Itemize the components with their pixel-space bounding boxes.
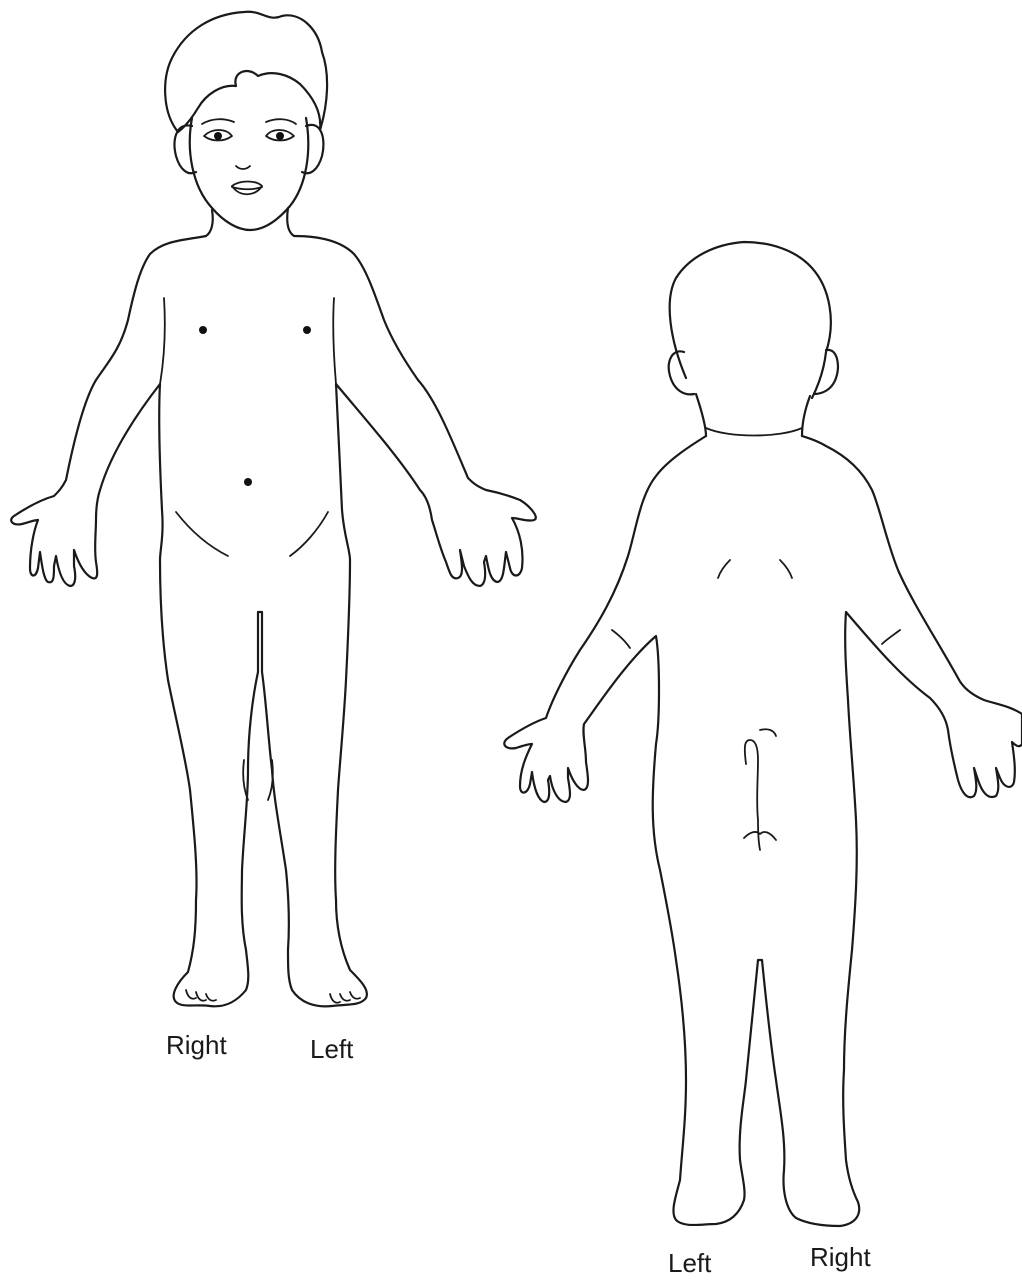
- back-view-figure: [504, 242, 1022, 1226]
- front-left-armpit: [333, 298, 336, 384]
- front-toes-left: [330, 992, 360, 1003]
- back-buttock-left: [760, 729, 776, 736]
- back-neck: [696, 394, 810, 436]
- front-nipple-left: [303, 326, 311, 334]
- back-neck-nape: [706, 428, 802, 436]
- front-groin-left: [290, 512, 328, 556]
- back-elbow-right: [882, 630, 900, 644]
- front-pupil-right: [214, 132, 222, 140]
- back-label-right: Right: [810, 1244, 871, 1270]
- front-label-right: Right: [166, 1032, 227, 1058]
- front-knee-left: [268, 760, 273, 800]
- front-pupil-left: [276, 132, 284, 140]
- front-brow-right: [202, 119, 234, 124]
- front-nose: [236, 166, 250, 169]
- front-nipple-right: [199, 326, 207, 334]
- front-toes-right: [186, 990, 216, 1001]
- back-label-left: Left: [668, 1250, 711, 1276]
- back-scapula-right: [780, 560, 792, 578]
- front-mouth-line: [232, 187, 262, 189]
- front-right-armpit: [160, 298, 165, 384]
- back-gluteal-fold: [744, 832, 776, 840]
- front-view-figure: [11, 12, 536, 1007]
- back-ear-left: [669, 351, 694, 394]
- back-head: [670, 242, 831, 398]
- front-groin-right: [176, 512, 228, 556]
- front-label-left: Left: [310, 1036, 353, 1062]
- back-scapula-left: [718, 560, 730, 578]
- back-buttocks-cleft: [745, 740, 760, 850]
- back-elbow-left: [612, 630, 630, 648]
- front-navel: [244, 478, 252, 486]
- front-brow-left: [266, 119, 296, 124]
- front-neck: [206, 208, 294, 236]
- front-hair: [165, 12, 327, 132]
- back-body-outline: [504, 436, 1022, 1226]
- front-ear-left: [302, 125, 323, 173]
- front-face: [190, 118, 309, 230]
- front-body-outline: [11, 236, 536, 1006]
